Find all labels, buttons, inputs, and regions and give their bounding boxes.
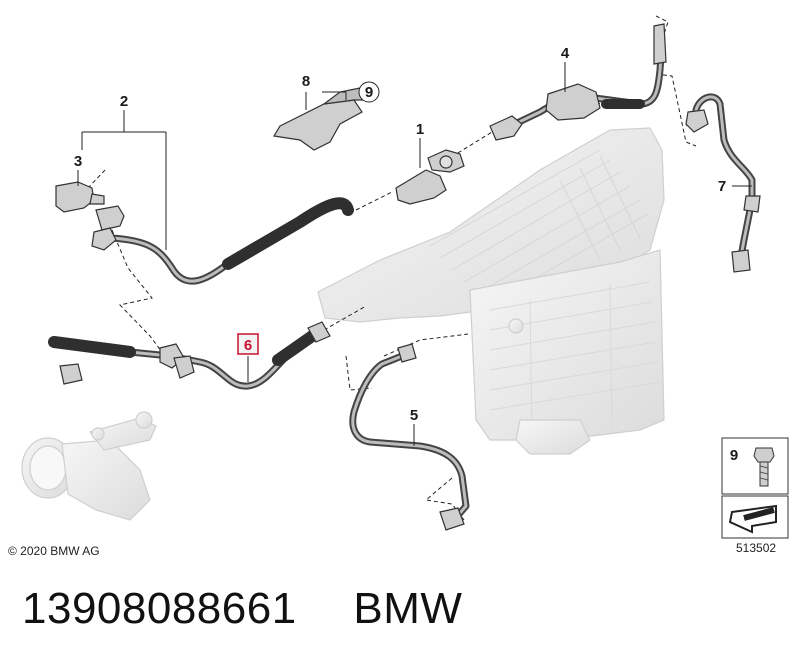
canister-4 xyxy=(545,83,601,121)
intercooler-ghost xyxy=(317,127,665,455)
air-intake-ghost xyxy=(21,411,157,521)
legend-arrow-box xyxy=(721,495,789,539)
bolt-icon xyxy=(753,447,775,487)
reference-code: 513502 xyxy=(736,541,776,555)
copyright: © 2020 BMW AG xyxy=(8,544,100,558)
callout-9: 9 xyxy=(365,84,373,101)
legend-bolt-box: 9 xyxy=(721,437,789,495)
hose-pipes xyxy=(48,36,756,524)
bracket-8 xyxy=(273,99,363,151)
callout-6: 6 xyxy=(244,337,252,354)
callout-7: 7 xyxy=(718,178,726,195)
legend-item-number: 9 xyxy=(730,447,738,464)
callout-4: 4 xyxy=(561,45,570,62)
callout-1: 1 xyxy=(416,121,424,138)
pipe-5 xyxy=(349,352,470,524)
callout-3: 3 xyxy=(74,153,82,170)
part-number-line: 13908088661 BMW xyxy=(22,584,462,634)
leader-lines xyxy=(77,62,752,446)
valve-1 xyxy=(395,169,447,205)
callout-8: 8 xyxy=(302,73,310,90)
brand-name: BMW xyxy=(353,584,463,633)
sensor-3 xyxy=(55,181,95,213)
callout-5: 5 xyxy=(410,407,418,424)
callout-9-circle: 9 xyxy=(358,81,380,103)
part-number: 13908088661 xyxy=(22,584,297,633)
callout-2: 2 xyxy=(120,93,128,110)
callout-6-highlight: 6 xyxy=(237,333,259,355)
fittings xyxy=(55,23,761,531)
arrow-icon xyxy=(728,504,777,534)
